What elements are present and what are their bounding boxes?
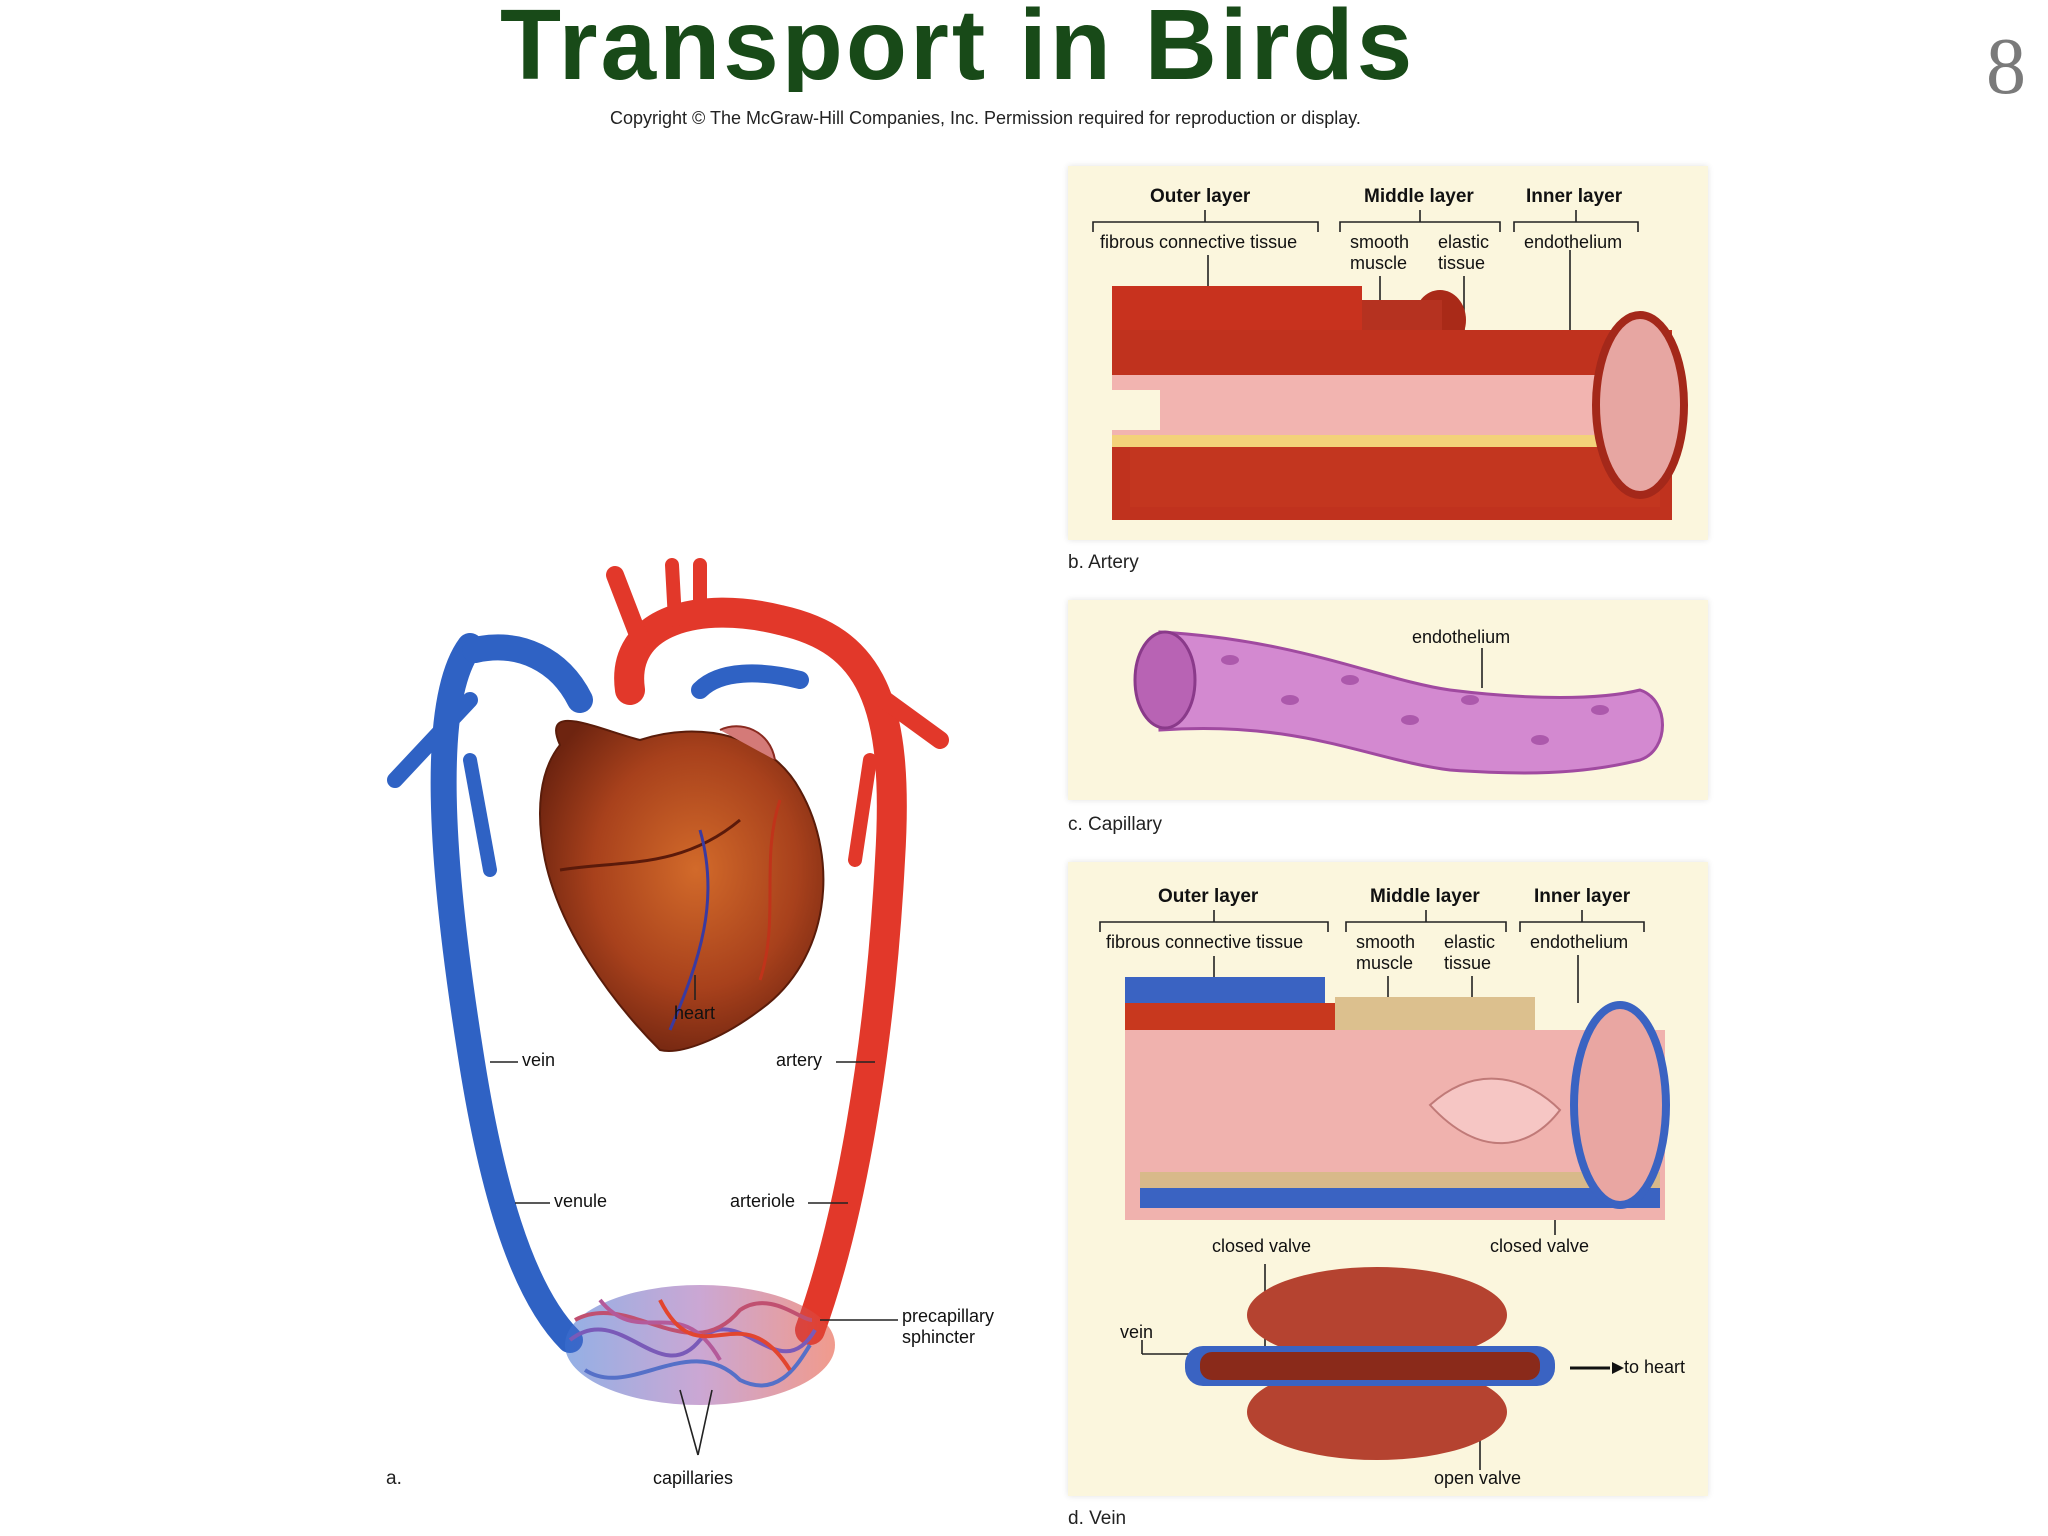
copyright-notice: Copyright © The McGraw-Hill Companies, I… (610, 108, 1361, 128)
label-arteriole: arteriole (730, 1191, 796, 1211)
slide-title: Transport in Birds and Mammals (500, 0, 1416, 92)
vein-pump-label: vein (1120, 1322, 1154, 1342)
artery-outer-layer-label: Outer layer (1150, 186, 1251, 207)
label-precapillary-sphincter: precapillary sphincter (902, 1306, 995, 1347)
to-heart-label: to heart (1624, 1357, 1686, 1377)
vein-inner-layer-label: Inner layer (1534, 886, 1631, 907)
label-venule: venule (554, 1191, 608, 1211)
vein-endothelium-label: endothelium (1530, 932, 1629, 952)
caption-b: b. Artery (1068, 552, 1139, 573)
artery-elastic-tissue-label: elastic tissue (1438, 232, 1490, 273)
label-artery: artery (776, 1050, 823, 1070)
closed-valve-left-label: closed valve (1212, 1236, 1312, 1256)
caption-d: d. Vein (1068, 1508, 1127, 1529)
artery-middle-layer-label: Middle layer (1364, 186, 1474, 207)
vein-elastic-tissue-label: elastic tissue (1444, 932, 1496, 973)
capillary-endothelium-label: endothelium (1412, 627, 1511, 647)
label-capillaries: capillaries (653, 1468, 734, 1488)
artery-inner-layer-label: Inner layer (1526, 186, 1623, 207)
vein-middle-layer-label: Middle layer (1370, 886, 1480, 907)
open-valve-label: open valve (1434, 1468, 1522, 1488)
artery-endothelium-label: endothelium (1524, 232, 1623, 252)
label-vein: vein (522, 1050, 556, 1070)
vein-fibrous-label: fibrous connective tissue (1106, 932, 1304, 952)
artery-smooth-muscle-label: smooth muscle (1350, 232, 1410, 273)
artery-vessel (614, 597, 907, 1345)
heart-organ (539, 719, 825, 1052)
label-heart: heart (674, 1003, 716, 1023)
page-number: 8 (1986, 23, 2026, 111)
vein-smooth-muscle-label: smooth muscle (1356, 932, 1416, 973)
caption-a: a. (386, 1468, 402, 1489)
artery-fibrous-label: fibrous connective tissue (1100, 232, 1298, 252)
caption-c: c. Capillary (1068, 814, 1162, 835)
closed-valve-right-label: closed valve (1490, 1236, 1590, 1256)
vein-outer-layer-label: Outer layer (1158, 886, 1259, 907)
